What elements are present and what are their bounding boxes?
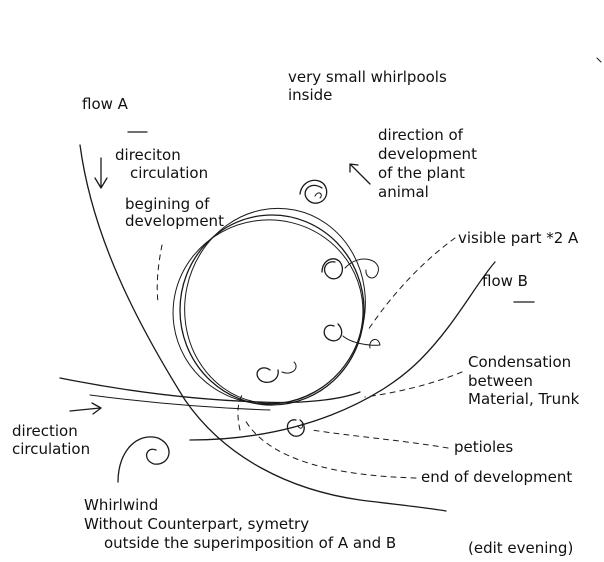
leader-condensation — [365, 372, 462, 397]
corner-mark — [597, 58, 601, 62]
label-begining-dev-1: begining of — [125, 196, 209, 212]
label-condensation-1: Condensation — [468, 354, 571, 370]
label-petioles: petioles — [454, 439, 513, 455]
leader-petioles — [312, 430, 448, 448]
label-direction-circulation-left-1: direction — [12, 423, 78, 439]
label-whirlwind-3: outside the superimposition of A and B — [104, 535, 396, 551]
label-visible-part: visible part *2 A — [458, 230, 578, 246]
label-whirlpools-2: inside — [288, 87, 332, 103]
label-direction-circulation-top-2: circulation — [130, 165, 208, 181]
whirlpool-right-1 — [322, 259, 378, 279]
arrow-direction-circulation-left — [70, 403, 101, 414]
flow-b-curve — [190, 262, 495, 440]
whirlpool-top — [300, 180, 327, 203]
leader-visible-part — [368, 238, 455, 330]
arrow-direction-circulation-top — [95, 158, 107, 188]
label-direction-dev-3: of the plant — [378, 165, 465, 181]
horizontal-flow-line-2 — [90, 395, 270, 410]
label-direction-circulation-top-1: direciton — [115, 147, 181, 163]
arrow-direction-development — [350, 164, 370, 184]
label-direction-dev-4: animal — [378, 184, 429, 200]
whirlwind-bottom-left — [118, 437, 169, 482]
label-flow-a: flow A — [82, 96, 128, 112]
label-direction-circulation-left-2: circulation — [12, 441, 90, 457]
whirlpool-left — [257, 362, 296, 382]
label-direction-dev-2: development — [378, 146, 477, 162]
whirlpool-right-2 — [324, 324, 380, 348]
leader-end-dev — [245, 420, 416, 478]
label-whirlwind-1: Whirlwind — [84, 497, 158, 513]
label-edit-evening: (edit evening) — [468, 540, 573, 556]
leader-end-dev-2 — [238, 392, 244, 430]
label-condensation-2: between — [468, 373, 533, 389]
label-flow-b: flow B — [482, 273, 528, 289]
leader-begining-dev — [157, 245, 162, 302]
label-direction-dev-1: direction of — [378, 127, 463, 143]
label-condensation-3: Material, Trunk — [468, 391, 579, 407]
label-whirlpools-1: very small whirlpools — [288, 69, 447, 85]
label-whirlwind-2: Without Counterpart, symetry — [84, 516, 309, 532]
label-begining-dev-2: development — [125, 213, 224, 229]
horizontal-flow-line-1 — [60, 378, 360, 403]
label-end-of-development: end of development — [421, 469, 572, 485]
